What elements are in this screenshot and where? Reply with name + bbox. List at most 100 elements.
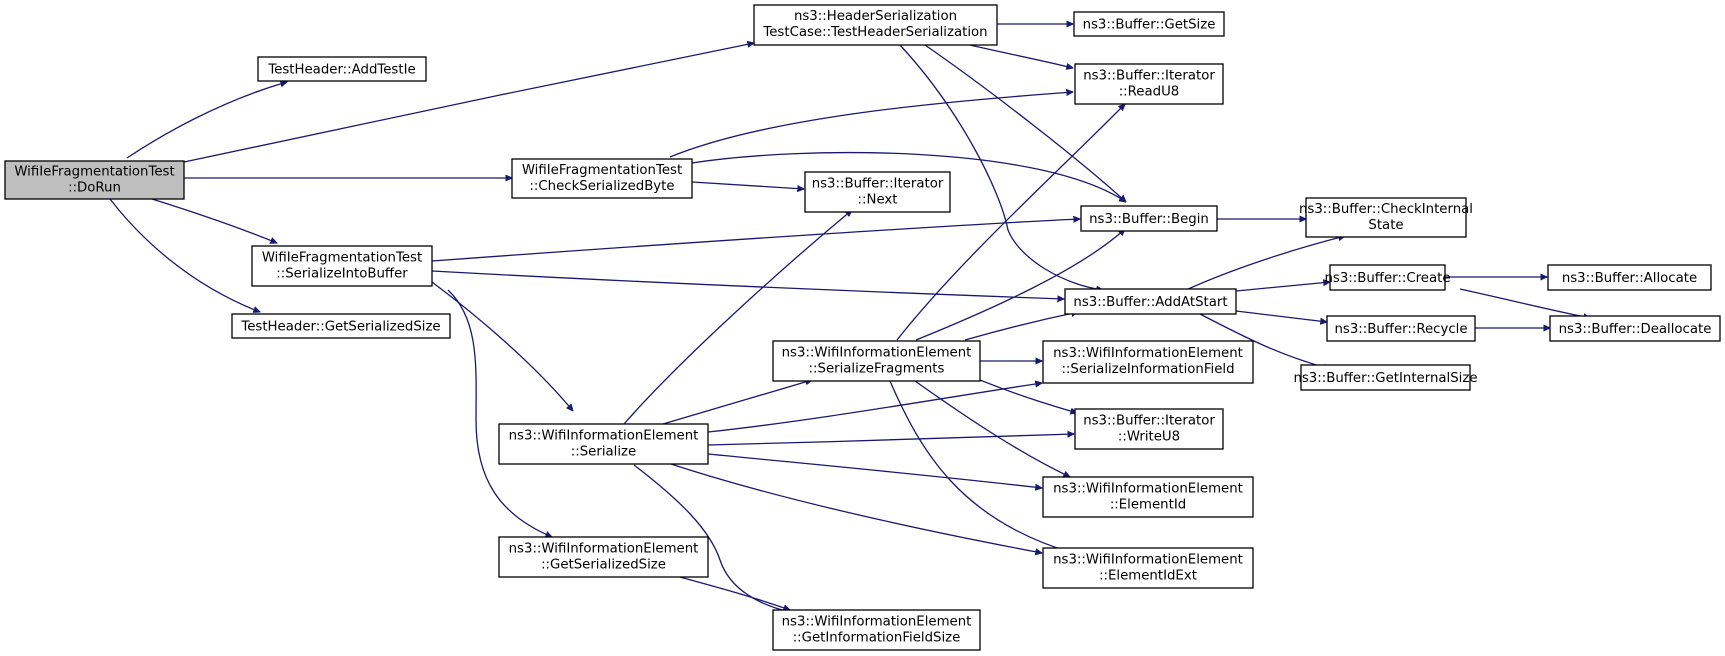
node-label: ns3::Buffer::GetInternalSize — [1293, 371, 1477, 386]
node-getinfofieldsize[interactable]: ns3::WifiInformationElement ::GetInforma… — [772, 609, 981, 651]
edge — [126, 82, 287, 159]
node-next[interactable]: ns3::Buffer::Iterator ::Next — [804, 171, 951, 213]
edge — [109, 198, 260, 312]
node-label: ns3::Buffer::AddAtStart — [1073, 295, 1227, 310]
node-label: ::CheckSerializedByte — [529, 179, 674, 194]
node-label: ns3::Buffer::Begin — [1089, 212, 1209, 227]
node-getserializedsize-wie[interactable]: ns3::WifiInformationElement ::GetSeriali… — [498, 536, 709, 578]
node-label: ::SerializeIntoBuffer — [276, 267, 408, 282]
edge — [679, 576, 790, 610]
edge — [899, 44, 1103, 290]
node-label: TestHeader::GetSerializedSize — [240, 320, 440, 335]
node-label: ::DoRun — [68, 181, 121, 196]
edge — [691, 151, 1126, 202]
node-label: ::GetInformationFieldSize — [793, 631, 961, 646]
node-label: ns3::Buffer::Allocate — [1562, 271, 1697, 286]
edge-layer — [109, 24, 1590, 612]
node-label: State — [1368, 218, 1403, 233]
node-label: ns3::WifiInformationElement — [509, 429, 699, 444]
edge — [964, 312, 1078, 341]
edge — [915, 229, 1125, 341]
node-label: ns3::Buffer::Iterator — [1083, 414, 1215, 429]
node-label: ::ReadU8 — [1119, 85, 1180, 100]
node-label: ::WriteU8 — [1118, 430, 1180, 445]
edge — [924, 44, 1126, 202]
edge — [969, 44, 1073, 68]
node-serializefragments[interactable]: ns3::WifiInformationElement ::SerializeF… — [772, 340, 981, 382]
node-label: ns3::Buffer::CheckInternal — [1299, 202, 1473, 217]
node-checkserbyte[interactable]: WifiIeFragmentationTest ::CheckSerialize… — [511, 158, 693, 199]
edge — [662, 380, 812, 425]
node-getsize[interactable]: ns3::Buffer::GetSize — [1073, 11, 1225, 37]
edge — [896, 104, 1125, 341]
node-label: ns3::Buffer::GetSize — [1083, 18, 1216, 33]
node-label: ::ElementIdExt — [1099, 569, 1197, 584]
edge — [151, 198, 277, 243]
node-label: ns3::Buffer::Iterator — [1083, 69, 1215, 84]
node-label: WifiIeFragmentationTest — [522, 163, 682, 178]
edge — [1459, 288, 1590, 318]
edge — [889, 380, 1073, 553]
node-layer: WifiIeFragmentationTest ::DoRun TestHead… — [4, 4, 1721, 651]
node-label: ns3::WifiInformationElement — [509, 542, 699, 557]
node-label: ns3::WifiInformationElement — [1053, 482, 1243, 497]
node-label: ns3::Buffer::Iterator — [812, 177, 944, 192]
edge — [1199, 313, 1330, 369]
edge — [431, 219, 1080, 262]
node-label: WifiIeFragmentationTest — [14, 165, 174, 180]
node-label: ns3::Buffer::Create — [1324, 271, 1450, 286]
node-label: ns3::WifiInformationElement — [1053, 346, 1243, 361]
node-serialize[interactable]: ns3::WifiInformationElement ::Serialize — [498, 423, 709, 465]
edge — [1235, 282, 1330, 292]
node-addtestie[interactable]: TestHeader::AddTestIe — [257, 56, 427, 82]
node-readu8[interactable]: ns3::Buffer::Iterator ::ReadU8 — [1074, 63, 1224, 105]
edge — [707, 453, 1042, 488]
node-label: TestHeader::AddTestIe — [267, 63, 415, 78]
edge — [623, 210, 852, 425]
edge — [669, 92, 1073, 158]
node-headerser[interactable]: ns3::HeaderSerialization TestCase::TestH… — [753, 4, 998, 46]
node-label: ns3::Buffer::Deallocate — [1559, 322, 1712, 337]
node-label: ns3::WifiInformationElement — [782, 615, 972, 630]
edge — [707, 383, 1042, 433]
node-label: ns3::WifiInformationElement — [782, 346, 972, 361]
edge — [1185, 236, 1345, 291]
node-getinternalsize[interactable]: ns3::Buffer::GetInternalSize — [1293, 364, 1478, 391]
node-label: WifiIeFragmentationTest — [262, 251, 422, 266]
node-label: ::SerializeFragments — [809, 362, 945, 377]
node-label: ::SerializeInformationField — [1061, 362, 1234, 377]
edge — [691, 181, 804, 189]
node-label: ns3::HeaderSerialization — [794, 9, 957, 24]
node-serializeinfofield[interactable]: ns3::WifiInformationElement ::SerializeI… — [1042, 340, 1254, 384]
edge — [979, 379, 1077, 413]
node-getserializedsize-th[interactable]: TestHeader::GetSerializedSize — [231, 313, 451, 339]
edge — [431, 281, 573, 411]
node-dorun[interactable]: WifiIeFragmentationTest ::DoRun — [4, 160, 185, 200]
node-elementidext[interactable]: ns3::WifiInformationElement ::ElementIdE… — [1042, 547, 1254, 589]
edge — [183, 43, 754, 163]
node-addatstart[interactable]: ns3::Buffer::AddAtStart — [1064, 288, 1237, 315]
node-label: ::ElementId — [1110, 498, 1186, 513]
edge — [447, 289, 552, 537]
node-label: ns3::WifiInformationElement — [1053, 553, 1243, 568]
edge — [707, 434, 1074, 446]
node-label: ::GetSerializedSize — [541, 558, 666, 573]
node-create[interactable]: ns3::Buffer::Create — [1324, 264, 1451, 291]
node-checkinternalstate[interactable]: ns3::Buffer::CheckInternal State — [1299, 197, 1473, 238]
node-label: TestCase::TestHeaderSerialization — [762, 25, 987, 40]
edge — [914, 380, 1070, 478]
node-serializeintobuffer[interactable]: WifiIeFragmentationTest ::SerializeIntoB… — [251, 245, 433, 287]
node-begin[interactable]: ns3::Buffer::Begin — [1080, 205, 1218, 232]
edge — [431, 270, 1064, 299]
node-elementid[interactable]: ns3::WifiInformationElement ::ElementId — [1042, 476, 1254, 518]
edge — [667, 462, 1042, 553]
node-label: ::Next — [858, 193, 898, 208]
node-deallocate[interactable]: ns3::Buffer::Deallocate — [1549, 315, 1721, 342]
node-label: ::Serialize — [571, 445, 636, 460]
node-allocate[interactable]: ns3::Buffer::Allocate — [1547, 264, 1712, 291]
node-recycle[interactable]: ns3::Buffer::Recycle — [1326, 315, 1476, 342]
edge — [633, 464, 790, 612]
node-writeu8[interactable]: ns3::Buffer::Iterator ::WriteU8 — [1074, 408, 1224, 450]
edge — [1235, 310, 1327, 322]
